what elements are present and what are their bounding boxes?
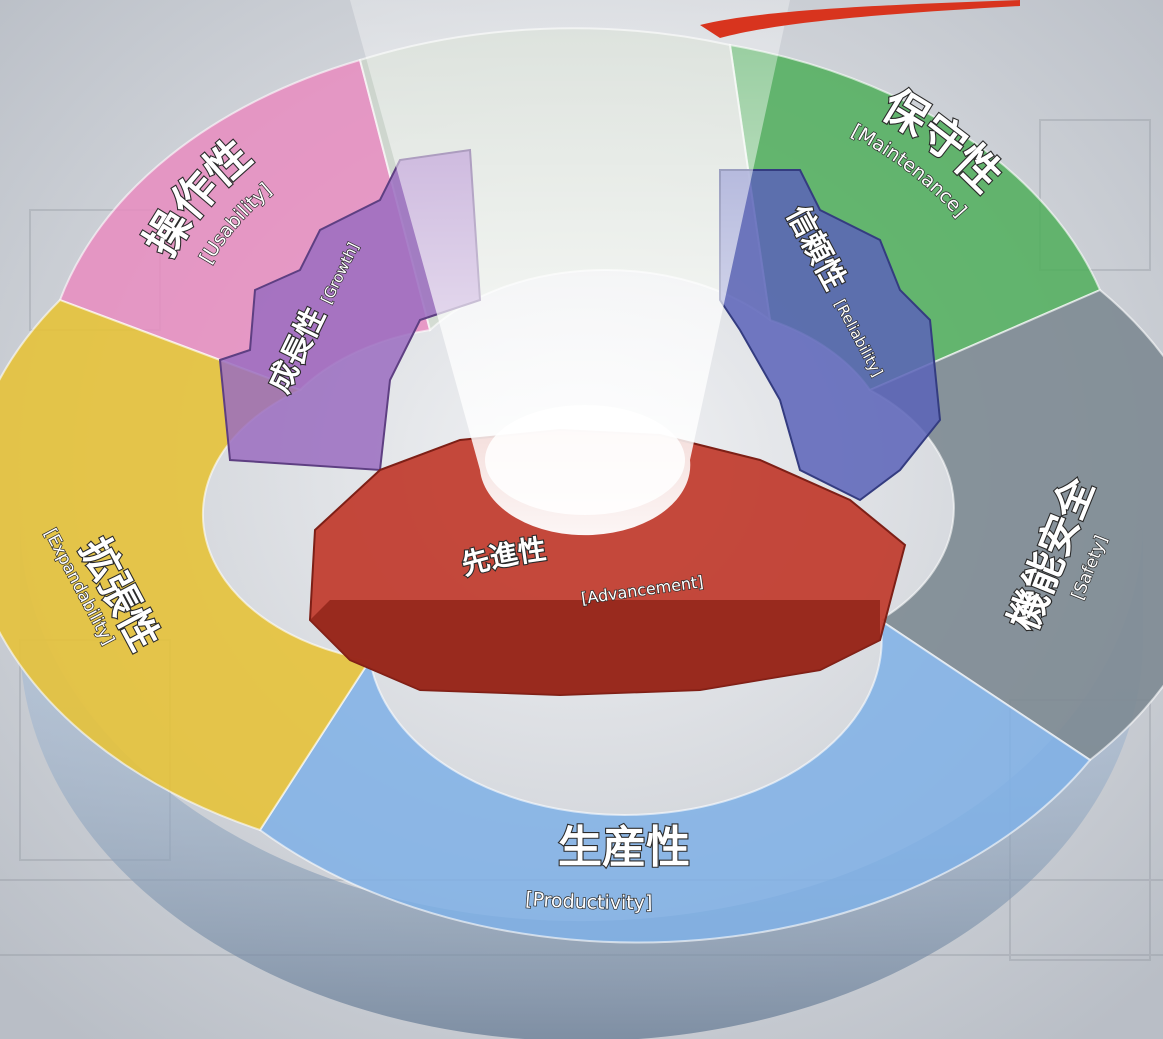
segment-expandability [0, 298, 372, 832]
beam-core [485, 405, 685, 515]
gear-reliability [719, 169, 942, 502]
segment-productivity [258, 617, 1092, 944]
segment-safety [867, 288, 1163, 762]
label-productivity: 生産性 [Productivity] [524, 821, 691, 915]
productivity-jp: 生産性 [558, 822, 690, 873]
red-brush-stroke [700, 0, 1020, 38]
light-beam [350, 0, 790, 536]
inner-gears [218, 148, 942, 697]
